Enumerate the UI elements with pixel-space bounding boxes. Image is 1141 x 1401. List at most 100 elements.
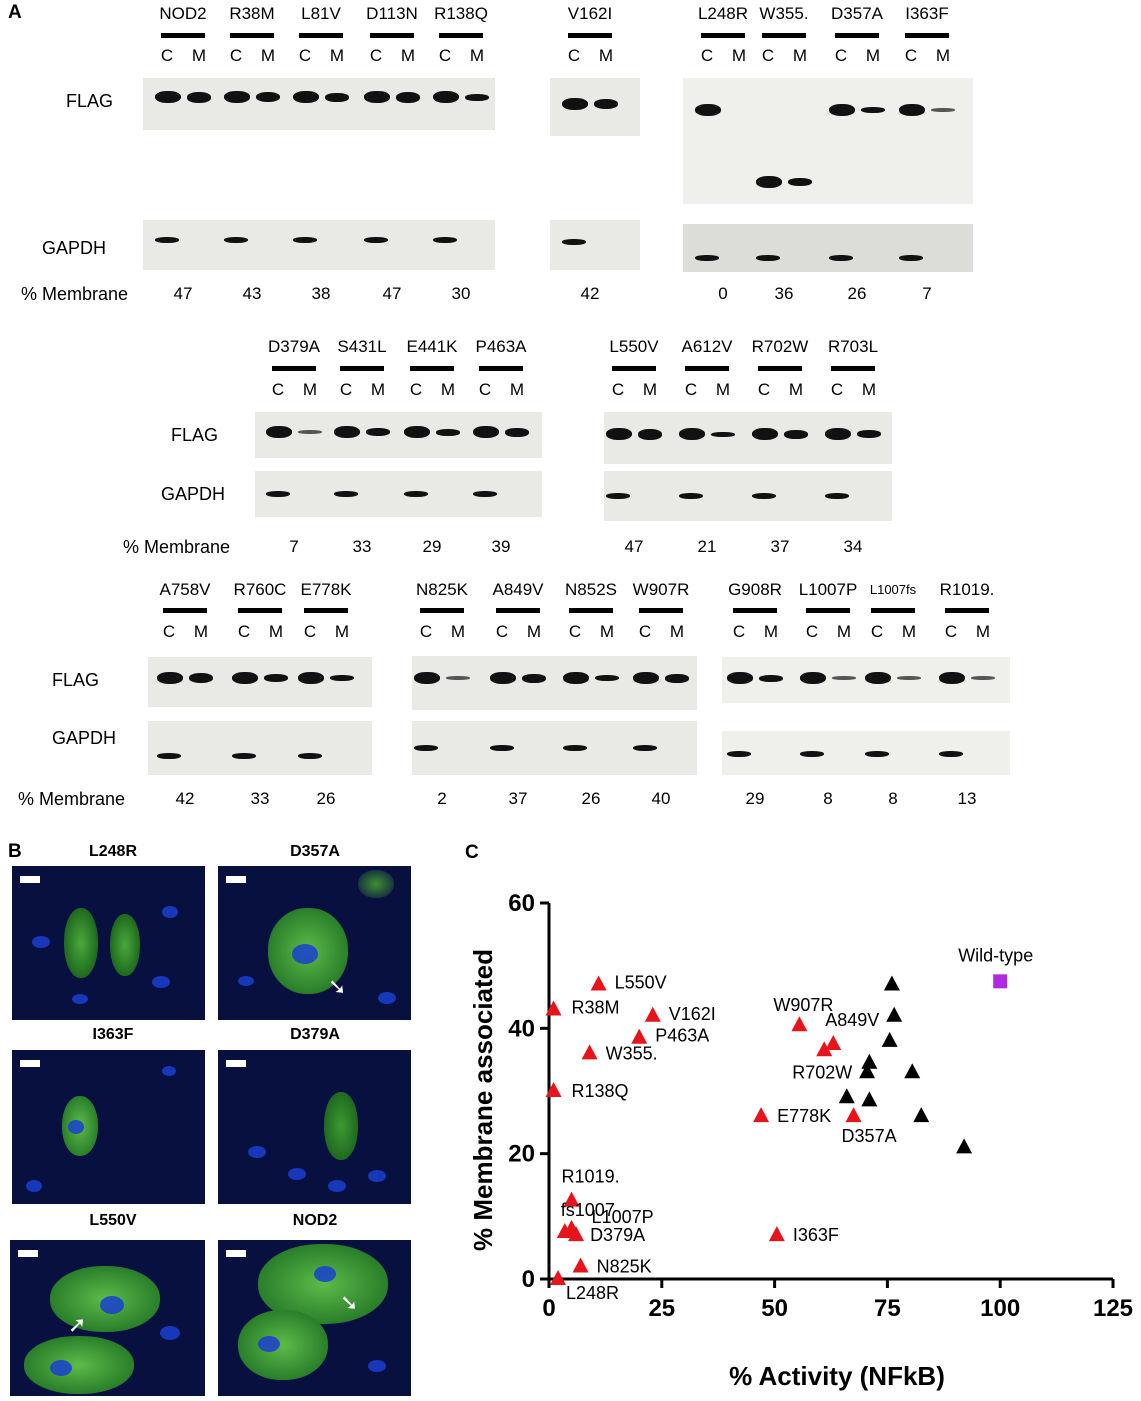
membrane-label: M <box>792 46 808 65</box>
cytosol-label: C <box>438 46 452 65</box>
membrane-percent: 33 <box>352 537 372 556</box>
flag-band-membrane <box>931 108 955 112</box>
flag-band-cytosol <box>563 672 589 684</box>
data-point-red <box>550 1270 567 1285</box>
gapdh-band <box>829 255 853 261</box>
lane-bar <box>806 608 850 613</box>
gapdh-band <box>364 237 388 243</box>
flag-band-cytosol <box>825 428 851 440</box>
image-title: L550V <box>89 1212 137 1229</box>
membrane-percent: 43 <box>242 284 262 303</box>
nucleus <box>100 1296 124 1314</box>
flag-band-membrane <box>256 92 280 102</box>
gapdh-band <box>433 237 457 243</box>
lane-label: R38M <box>229 4 275 23</box>
lane-label: A849V <box>492 580 544 599</box>
nucleus <box>258 1336 280 1352</box>
flag-band-membrane <box>788 178 812 186</box>
lane-label: R1019. <box>939 580 995 599</box>
cytosol-label: C <box>229 46 243 65</box>
membrane-label: M <box>788 380 804 399</box>
flag-band-cytosol <box>829 104 855 116</box>
membrane-label: M <box>334 622 350 641</box>
data-point-red <box>644 1006 661 1022</box>
gapdh-blot <box>143 220 495 270</box>
cytosol-label: C <box>834 46 848 65</box>
nucleus <box>72 994 88 1004</box>
lane-label: N852S <box>565 580 617 599</box>
cytosol-label: C <box>162 622 176 641</box>
cytosol-label: C <box>568 622 582 641</box>
lane-label: I363F <box>905 4 949 23</box>
lane-bar <box>479 366 523 371</box>
scale-bar <box>20 876 40 883</box>
cytosol-label: C <box>611 380 625 399</box>
cytosol-label: C <box>684 380 698 399</box>
flag-band-cytosol <box>606 428 632 440</box>
membrane-label: M <box>731 46 747 65</box>
gapdh-band <box>232 753 256 759</box>
membrane-percent: 36 <box>774 284 794 303</box>
membrane-percent: 30 <box>451 284 471 303</box>
flag-band-membrane <box>638 428 662 440</box>
nucleus <box>50 1360 72 1376</box>
gapdh-blot <box>683 224 973 272</box>
lane-bar <box>340 366 384 371</box>
membrane-label: M <box>370 380 386 399</box>
cytosol-label: C <box>495 622 509 641</box>
membrane-percent: 7 <box>922 284 932 303</box>
nucleus <box>248 1146 266 1158</box>
micrograph <box>12 866 205 1020</box>
cytosol-label: C <box>237 622 251 641</box>
x-tick-label: 25 <box>648 1295 675 1322</box>
lane-bar <box>612 366 656 371</box>
data-point-black <box>861 1091 878 1107</box>
gapdh-blot <box>148 721 372 775</box>
nucleus <box>162 1066 176 1076</box>
lane-bar <box>835 33 879 38</box>
gapdh-band <box>756 255 780 261</box>
data-point-red <box>768 1226 785 1242</box>
point-label: A849V <box>825 1010 879 1030</box>
gapdh-band <box>155 237 179 243</box>
point-label: Wild-type <box>958 945 1033 965</box>
panel-b-letter: B <box>8 841 22 862</box>
membrane-percent: 2 <box>437 789 447 808</box>
flag-band-membrane <box>366 428 390 436</box>
flag-band-membrane <box>857 430 881 438</box>
cytosol-label: C <box>271 380 285 399</box>
lane-label: E441K <box>406 337 458 356</box>
lane-label: R703L <box>827 337 879 356</box>
data-point-black <box>838 1088 855 1104</box>
data-point-red <box>825 1035 842 1050</box>
image-title: I363F <box>92 1026 134 1043</box>
flag-band-membrane <box>861 107 885 113</box>
y-tick-label: 0 <box>522 1266 535 1293</box>
membrane-percent: 8 <box>823 789 833 808</box>
point-label: N825K <box>597 1256 652 1276</box>
flag-band-membrane <box>189 673 213 683</box>
scale-bar <box>226 876 246 883</box>
cytosol-label: C <box>409 380 423 399</box>
data-point-black <box>883 975 900 991</box>
cell <box>64 908 98 978</box>
micrograph: ➚ <box>10 1240 205 1396</box>
gapdh-band <box>825 493 849 499</box>
flag-band-cytosol <box>939 672 965 684</box>
cytosol-label: C <box>830 380 844 399</box>
lane-label: V162I <box>567 4 613 23</box>
point-label: R1019. <box>562 1167 620 1187</box>
data-point-black <box>861 1053 878 1069</box>
cytosol-label: C <box>904 46 918 65</box>
flag-band-membrane <box>595 675 619 681</box>
flag-band-membrane <box>665 673 689 683</box>
gapdh-band <box>695 255 719 261</box>
nucleus <box>162 906 178 918</box>
cell <box>110 914 140 976</box>
flag-row-label: FLAG <box>52 670 100 690</box>
flag-band-membrane <box>465 93 489 101</box>
lane-label: A612V <box>681 337 733 356</box>
lane-bar <box>762 33 806 38</box>
x-axis-label: % Activity (NFkB) <box>729 1361 945 1391</box>
gapdh-band <box>298 753 322 759</box>
